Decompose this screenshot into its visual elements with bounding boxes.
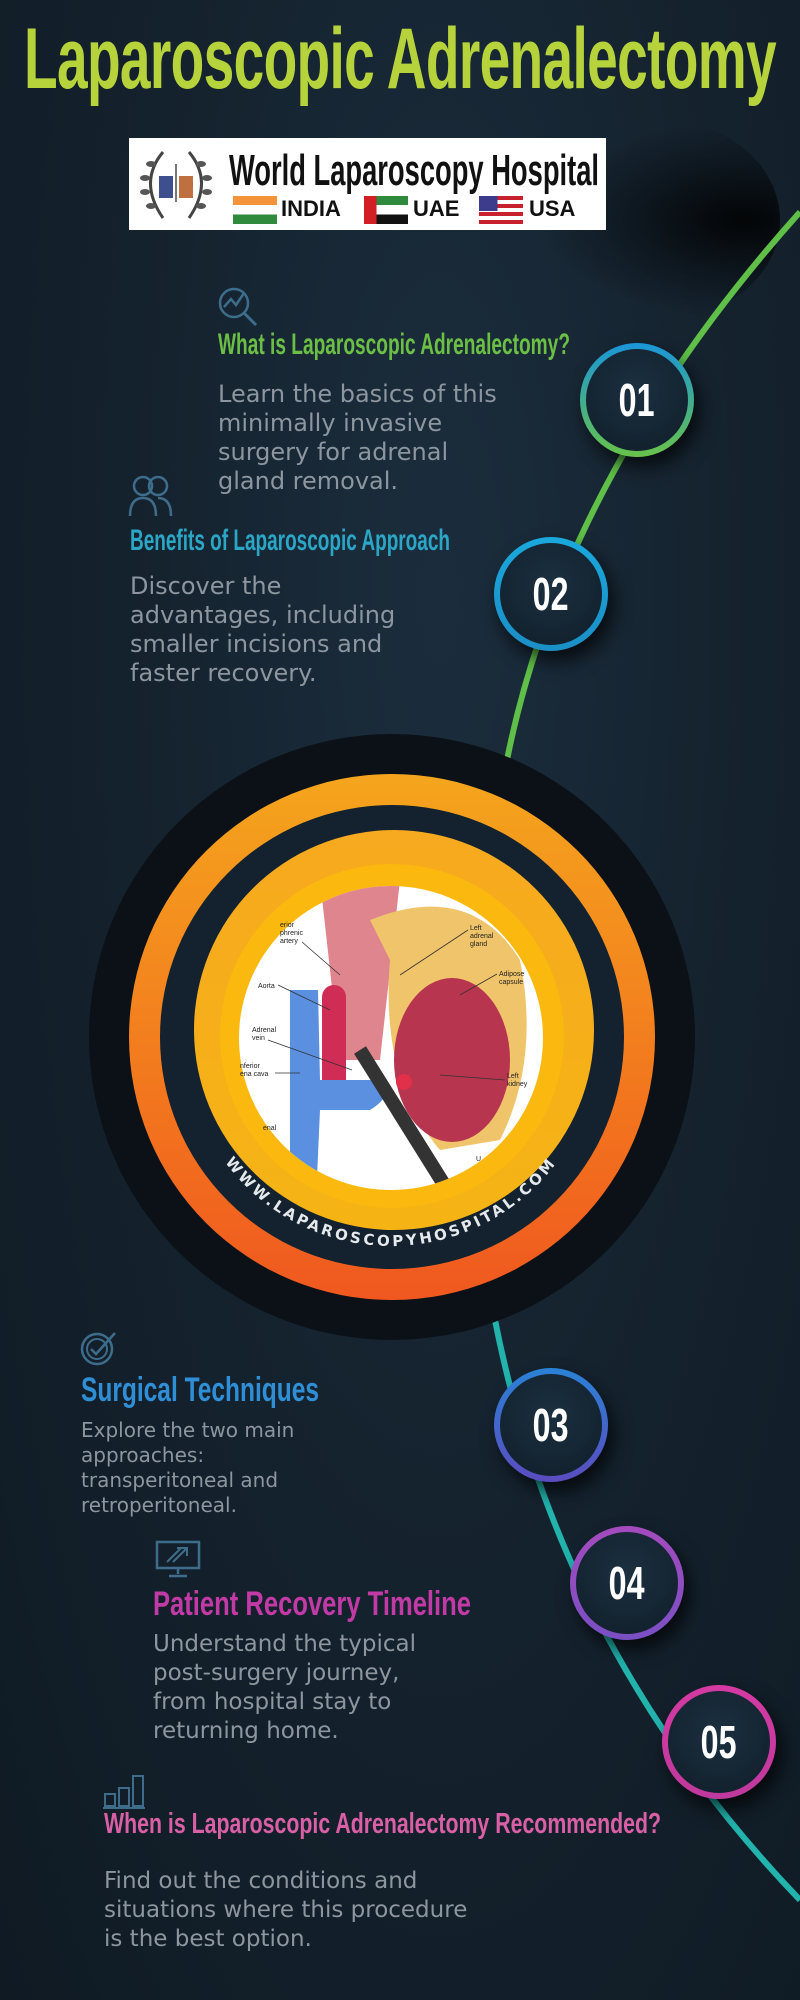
body-line: retroperitoneal. (81, 1493, 237, 1517)
country-usa: USA (529, 196, 576, 221)
step-04-badge: 04 (570, 1526, 684, 1640)
body-line: Learn the basics of this (218, 380, 497, 408)
body-line: returning home. (153, 1718, 339, 1744)
hospital-logo: World Laparoscopy Hospital INDIA UAE USA (129, 138, 606, 230)
body-line: Discover the (130, 572, 282, 600)
section-1-body: Learn the basics of this minimally invas… (218, 380, 497, 496)
usa-flag-icon (479, 196, 523, 224)
section-3-body: Explore the two main approaches: transpe… (81, 1418, 294, 1518)
step-number: 05 (701, 1716, 737, 1768)
page-title: Laparoscopic Adrenalectomy (24, 11, 777, 107)
anatomy-label: Adrenal (252, 1027, 277, 1034)
body-line: gland removal. (218, 467, 399, 495)
search-trend-icon (218, 287, 258, 327)
step-number: 01 (619, 374, 655, 426)
anatomy-label: kidney (507, 1081, 528, 1088)
anatomy-label: gland (470, 941, 487, 948)
wreath-emblem-icon (140, 151, 212, 219)
anatomy-label: Left (470, 925, 482, 932)
anatomy-image (239, 886, 543, 1190)
bar-chart-icon (103, 1775, 145, 1809)
anatomy-label: nferior (240, 1063, 261, 1070)
body-line: post-surgery journey, (153, 1660, 400, 1686)
step-03-badge: 03 (494, 1368, 608, 1482)
body-line: is the best option. (104, 1926, 312, 1952)
anatomy-label: adrenal (470, 933, 494, 940)
anatomy-label: enal (263, 1125, 277, 1132)
anatomy-label: artery (280, 938, 298, 945)
anatomy-label: vein (252, 1035, 265, 1042)
step-05-badge: 05 (662, 1685, 776, 1799)
timeline-line-upper (502, 209, 800, 771)
body-line: from hospital stay to (153, 1689, 392, 1715)
body-line: approaches: (81, 1443, 205, 1467)
section-5-heading: When is Laparoscopic Adrenalectomy Recom… (104, 1808, 661, 1840)
monitor-arrows-icon (155, 1540, 201, 1578)
section-2-body: Discover the advantages, including small… (130, 572, 395, 688)
anatomy-label: Adipose (499, 971, 524, 978)
step-number: 02 (533, 568, 569, 620)
section-3-heading: Surgical Techniques (81, 1371, 319, 1409)
step-01-badge: 01 (580, 343, 694, 457)
section-4-body: Understand the typical post-surgery jour… (153, 1630, 416, 1746)
body-line: transperitoneal and (81, 1468, 279, 1492)
anatomy-label: Left (507, 1073, 519, 1080)
body-line: advantages, including (130, 601, 396, 629)
body-line: situations where this procedure (104, 1897, 468, 1923)
body-line: Find out the conditions and (104, 1868, 418, 1894)
people-icon (128, 475, 173, 517)
section-4-heading: Patient Recovery Timeline (153, 1585, 471, 1623)
body-line: Explore the two main (81, 1418, 295, 1442)
section-1-heading: What is Laparoscopic Adrenalectomy? (218, 328, 570, 361)
body-line: Understand the typical (153, 1631, 417, 1657)
anatomy-label: phrenic (280, 930, 303, 937)
body-line: minimally invasive (218, 409, 443, 437)
step-number: 03 (533, 1399, 569, 1451)
country-india: INDIA (281, 196, 341, 221)
body-line: surgery for adrenal (218, 438, 449, 466)
country-uae: UAE (413, 196, 460, 221)
logo-name: World Laparoscopy Hospital (229, 146, 599, 195)
check-circle-icon (80, 1332, 116, 1366)
india-flag-icon (233, 196, 277, 224)
step-02-badge: 02 (494, 537, 608, 651)
anatomy-label: capsule (499, 979, 523, 986)
anatomy-label: erior (280, 922, 295, 929)
step-number: 04 (609, 1557, 645, 1609)
body-line: smaller incisions and (130, 630, 383, 658)
anatomy-label: Aorta (258, 983, 275, 990)
uae-flag-icon (364, 196, 408, 224)
section-5-body: Find out the conditions and situations w… (104, 1867, 467, 1954)
anatomy-label: ena cava (240, 1071, 269, 1078)
anatomy-label: U (476, 1156, 481, 1163)
section-2-heading: Benefits of Laparoscopic Approach (130, 524, 450, 557)
body-line: faster recovery. (130, 659, 317, 687)
